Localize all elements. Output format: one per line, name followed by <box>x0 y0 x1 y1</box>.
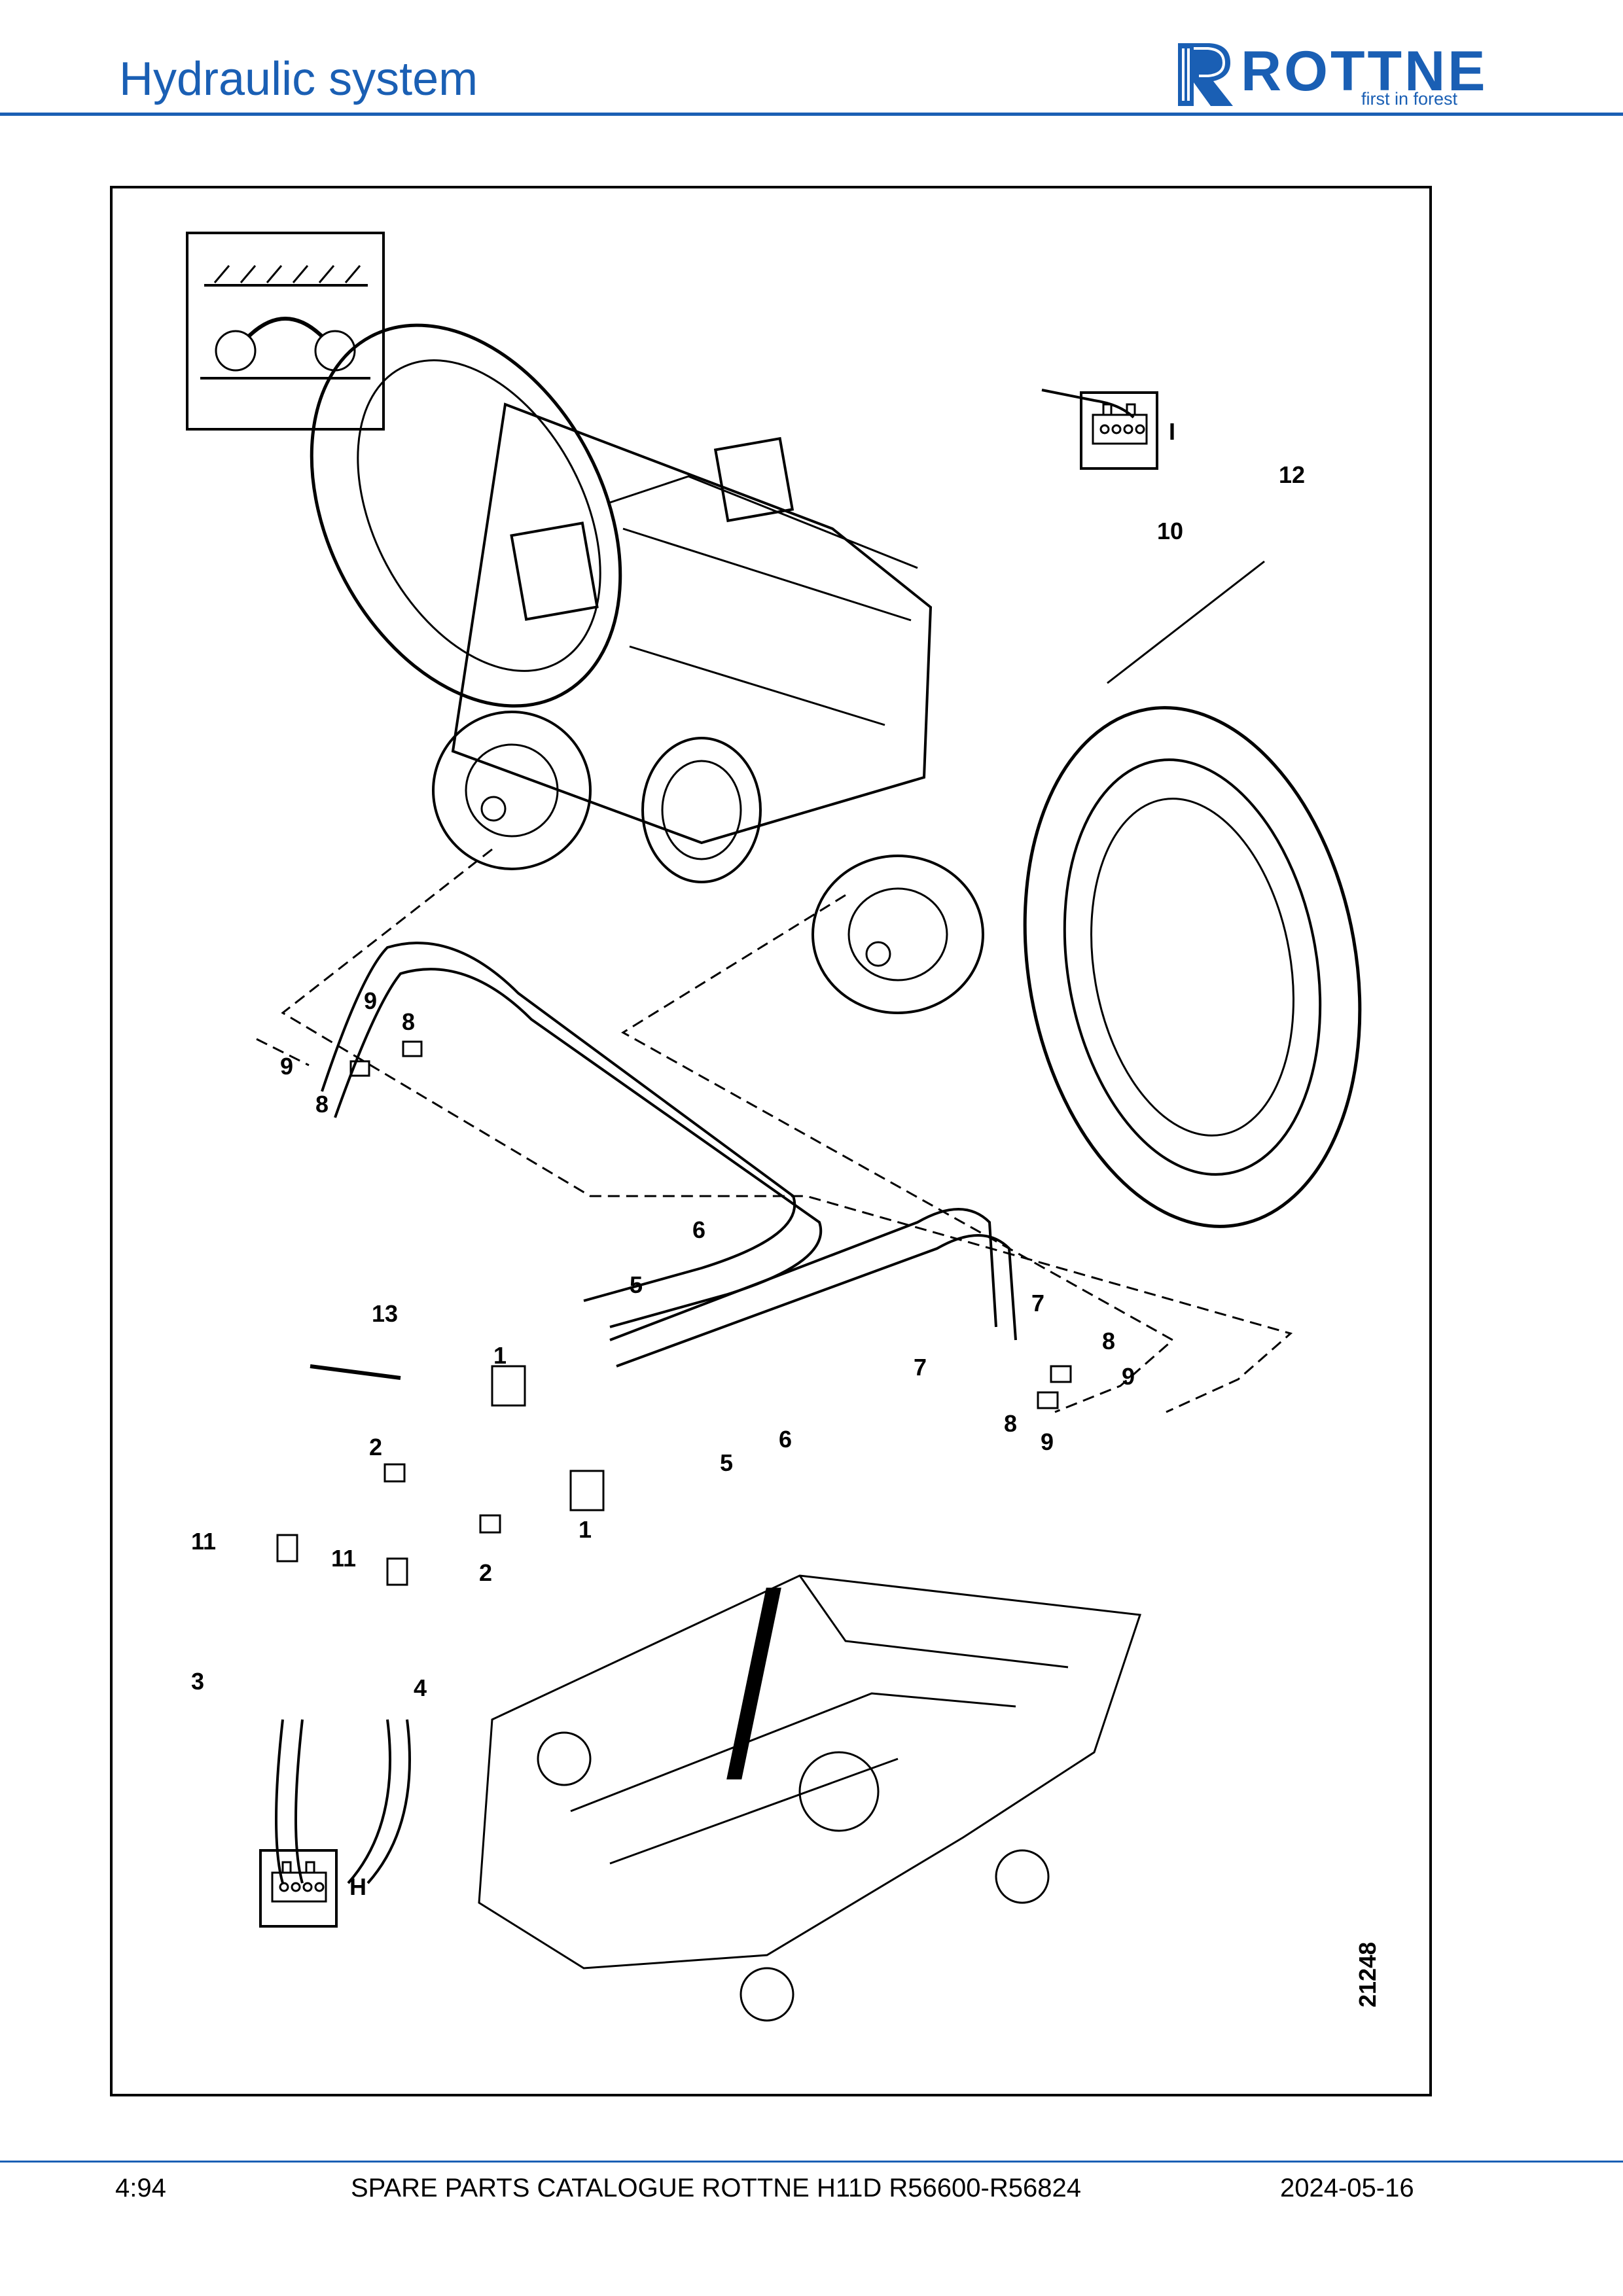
callout: 7 <box>1031 1290 1044 1316</box>
logo-wordmark: ROTTNE <box>1241 40 1488 103</box>
callout: 11 <box>191 1528 216 1555</box>
callout: 4 <box>414 1674 427 1701</box>
callout: 1 <box>493 1342 507 1369</box>
callout: 9 <box>1122 1363 1135 1390</box>
hydraulic-hoses <box>275 389 1135 1884</box>
rottne-r-logo-icon <box>1178 43 1233 106</box>
callout: 6 <box>779 1426 792 1453</box>
fittings <box>276 1040 1072 1586</box>
catalogue-title: SPARE PARTS CATALOGUE ROTTNE H11D R56600… <box>351 2174 1081 2202</box>
logo-tagline: first in forest <box>1361 89 1458 109</box>
callout: 8 <box>1102 1328 1115 1354</box>
brand-logo: ROTTNE first in forest <box>1170 38 1510 110</box>
callout: 1 <box>579 1516 592 1543</box>
callout: 7 <box>914 1354 927 1381</box>
callout: 8 <box>402 1008 415 1035</box>
hose-routing-lines <box>256 848 1293 1413</box>
figure-number: 21248 <box>1354 1942 1381 2007</box>
callout: 8 <box>315 1091 329 1118</box>
page-number: 4:94 <box>115 2174 166 2202</box>
callout: 8 <box>1004 1410 1017 1437</box>
callout: 9 <box>364 987 377 1014</box>
callout: 2 <box>369 1434 382 1460</box>
callout: 6 <box>692 1216 705 1243</box>
axle-position-symbol-icon <box>186 232 385 431</box>
callout: 13 <box>372 1300 398 1327</box>
callout: 3 <box>191 1668 204 1695</box>
connector-label-i: I <box>1169 418 1175 445</box>
callout: 12 <box>1279 461 1305 488</box>
callout: 11 <box>331 1545 356 1572</box>
callout: 9 <box>280 1053 293 1080</box>
callout: 5 <box>630 1271 643 1298</box>
footer-divider <box>0 2161 1623 2163</box>
machine-chassis-overview <box>478 1574 1142 2022</box>
callout: 9 <box>1041 1428 1054 1455</box>
header-divider <box>0 113 1623 116</box>
exploded-parts-diagram: I H <box>110 186 1432 2096</box>
axle-assembly-drawing <box>310 323 1362 1228</box>
callout: 2 <box>479 1559 492 1586</box>
callout: 5 <box>720 1449 733 1476</box>
page-title: Hydraulic system <box>119 53 478 105</box>
callout: 10 <box>1157 518 1183 544</box>
publication-date: 2024-05-16 <box>1280 2174 1414 2202</box>
connector-i-symbol-icon <box>1080 391 1158 470</box>
